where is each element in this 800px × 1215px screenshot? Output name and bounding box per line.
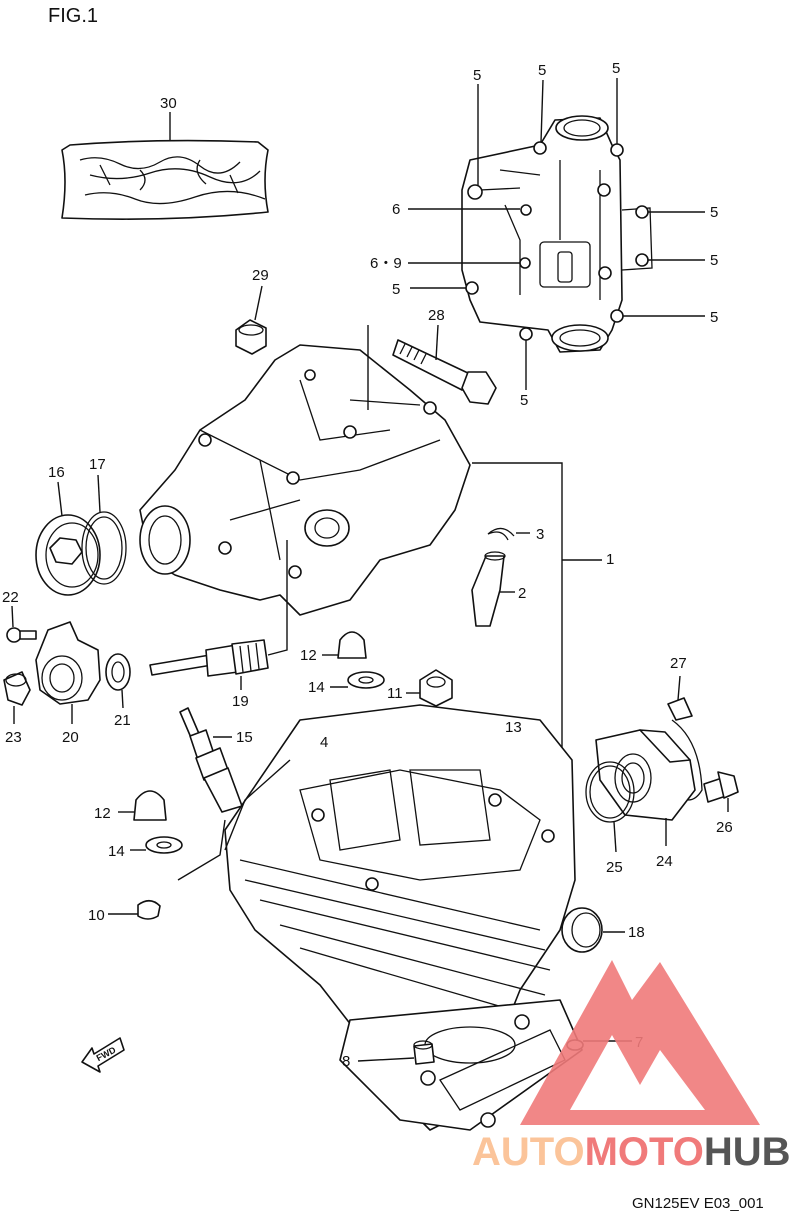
part-10-plug [108,899,161,920]
callout-28: 28 [428,307,445,324]
part-21-washer [105,653,131,709]
callout-13: 13 [505,719,522,736]
callout-labels: 30 5 5 5 5 5 5 5 5 6 6・9 29 28 16 17 3 1… [2,60,733,1070]
callout-26: 26 [716,819,733,836]
watermark-logo: AUTOMOTOHUB [472,960,791,1174]
callout-29: 29 [252,267,269,284]
callout-3: 3 [536,526,544,543]
watermark-auto: AUTO [472,1130,585,1174]
callout-15: 15 [236,729,253,746]
part-12-cap-lower [118,790,167,821]
part-14-washer-lower [130,836,183,854]
callout-4: 4 [320,734,328,751]
callout-5: 5 [612,60,620,77]
part-30-gasket-set [61,112,269,220]
part-28-bolt [392,324,497,405]
part-1-cylinder-head [139,325,602,790]
cylinder-head-cover [461,115,653,353]
part-24-intake-pipe [595,729,696,846]
callout-23: 23 [5,729,22,746]
callout-30: 30 [160,95,177,112]
part-19-tacho-drive-gear [149,540,288,690]
callout-24: 24 [656,853,673,870]
callout-5: 5 [473,67,481,84]
callout-16: 16 [48,464,65,481]
callout-10: 10 [88,907,105,924]
callout-12: 12 [94,805,111,822]
part-12-cap-upper [322,631,367,659]
callout-19: 19 [232,693,249,710]
drawing-code: GN125EV E03_001 [632,1195,764,1212]
callout-21: 21 [114,712,131,729]
callout-22: 22 [2,589,19,606]
watermark-moto: MOTO [585,1130,704,1174]
callout-14: 14 [108,843,125,860]
callout-25: 25 [606,859,623,876]
callout-5: 5 [710,204,718,221]
part-18-plug-cap [561,907,625,953]
callout-2: 2 [518,585,526,602]
figure-label: FIG.1 [48,5,98,27]
callout-14: 14 [308,679,325,696]
part-22-screw [6,605,37,643]
part-11-nut [406,669,453,707]
part-2-valve-guide [471,551,515,627]
callout-5: 5 [710,252,718,269]
callout-12: 12 [300,647,317,664]
callout-6-9: 6・9 [370,255,402,272]
part-20-tachometer-holder [35,621,101,724]
callout-5: 5 [710,309,718,326]
part-15-spark-plug [179,707,243,813]
watermark-triangle-icon [520,960,760,1125]
part-8-dowel-pin [357,1040,435,1065]
callout-5: 5 [538,62,546,79]
callout-8: 8 [342,1053,350,1070]
callout-5: 5 [392,281,400,298]
watermark-hub: HUB [704,1130,791,1174]
part-3-circlip [487,527,530,541]
callout-27: 27 [670,655,687,672]
fwd-arrow-icon: FWD [81,1037,125,1073]
callout-18: 18 [628,924,645,941]
cylinder-block [177,704,583,1131]
callout-11: 11 [387,685,403,702]
callout-6: 6 [392,201,400,218]
part-14-washer-upper [330,671,385,689]
callout-17: 17 [89,456,106,473]
callout-20: 20 [62,729,79,746]
svg-text:AUTOMOTOHUB: AUTOMOTOHUB [472,1130,791,1174]
callout-5: 5 [520,392,528,409]
callout-1: 1 [606,551,614,568]
part-25-o-ring [585,761,635,853]
part-26-bolt [703,771,739,812]
part-23-seal [3,671,31,724]
part-29-nut [235,285,267,355]
part-17-o-ring [81,474,127,585]
